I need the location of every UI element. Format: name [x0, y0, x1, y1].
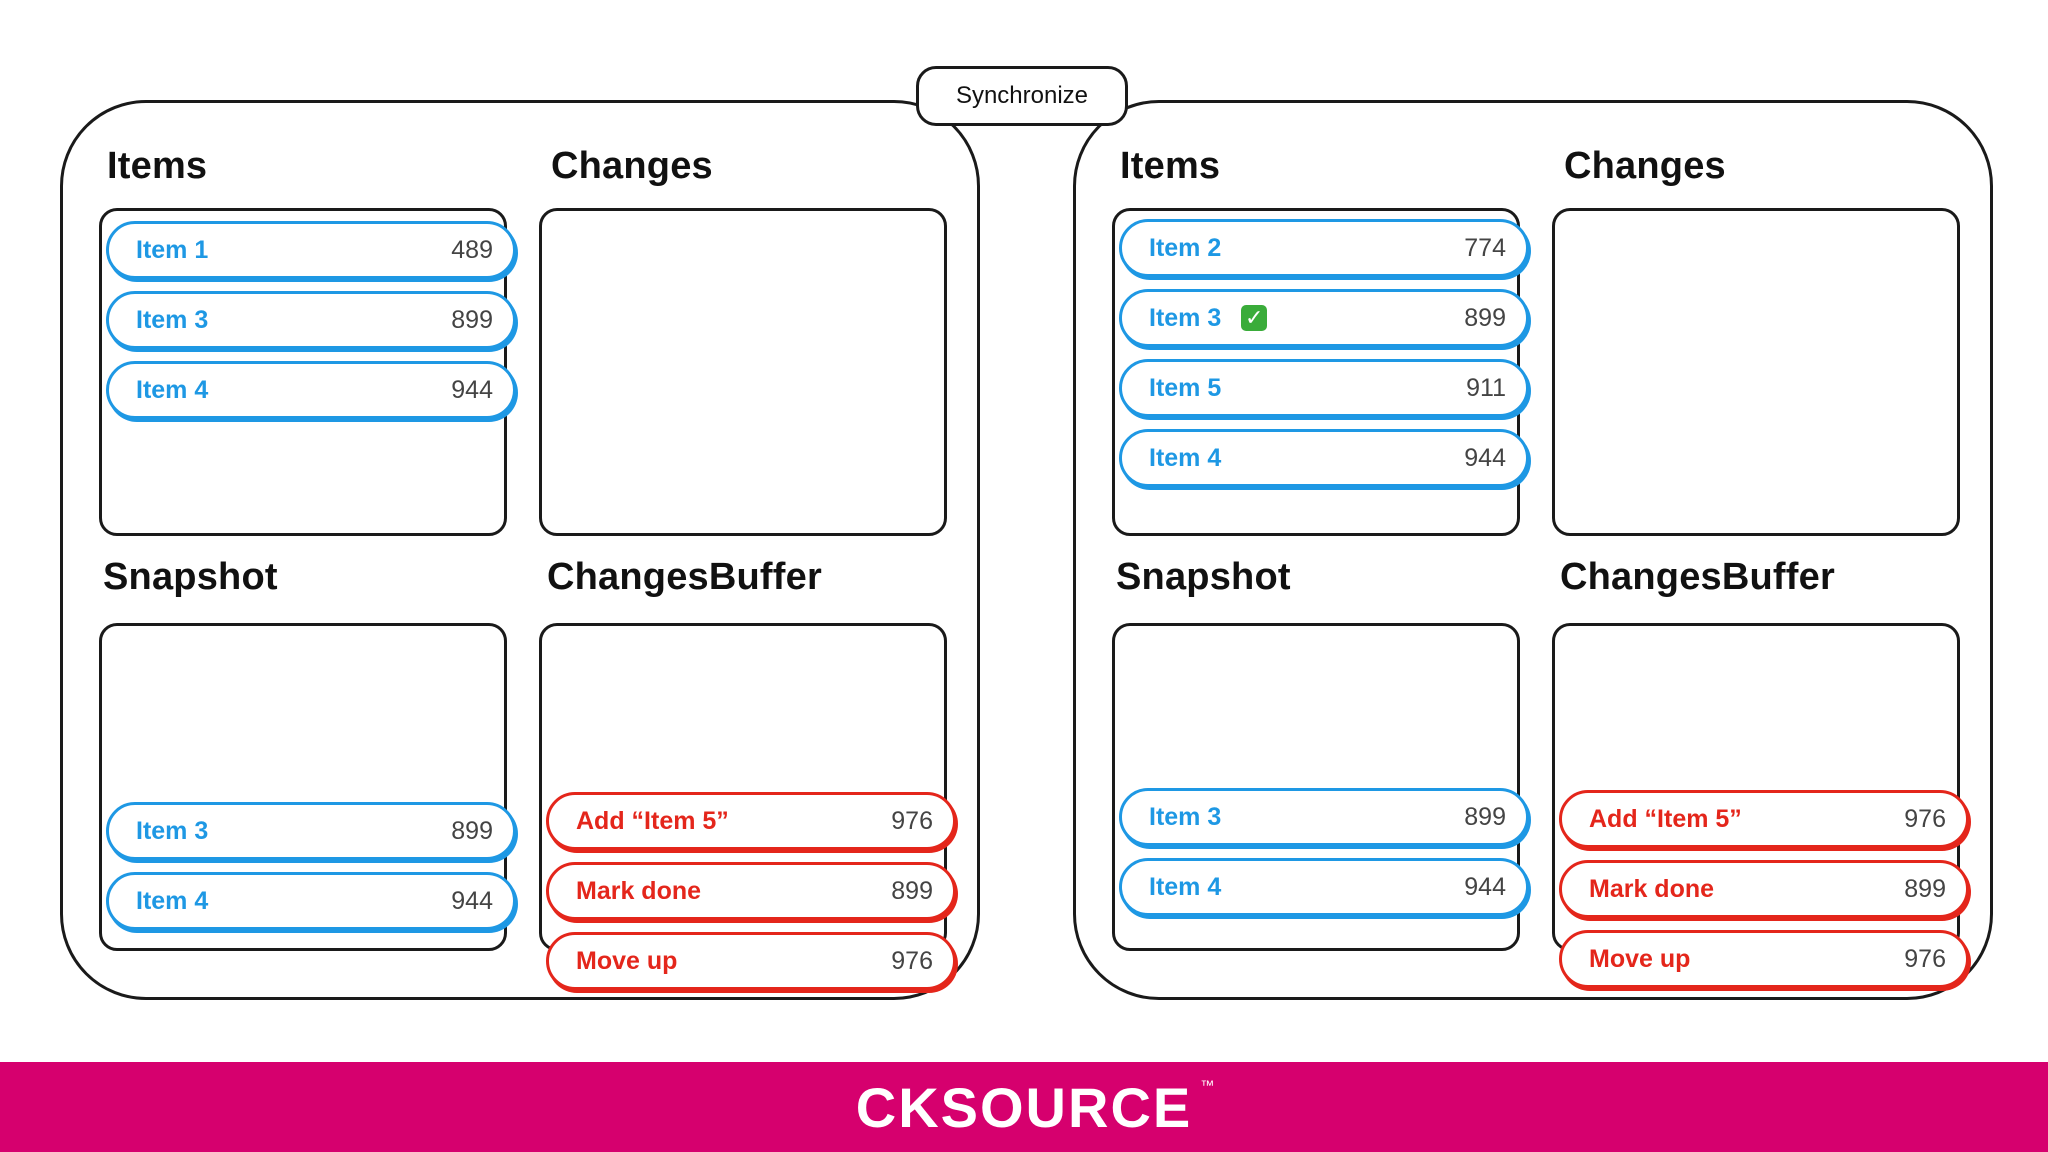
change-value: 899	[1904, 874, 1946, 903]
snapshot-item-pill[interactable]: Item 4 944	[1119, 858, 1529, 916]
change-label: Move up	[576, 946, 678, 975]
change-pill[interactable]: Mark done 899	[546, 862, 956, 920]
change-label: Move up	[1589, 944, 1691, 973]
item-value: 899	[451, 305, 493, 334]
changes-box	[1552, 208, 1960, 536]
change-value: 976	[891, 946, 933, 975]
snapshot-box: Item 3 899 Item 4 944	[1112, 623, 1529, 951]
change-pill[interactable]: Move up 976	[546, 932, 956, 990]
item-label: Item 5	[1149, 373, 1222, 402]
changes-buffer-title: ChangesBuffer	[547, 556, 822, 598]
item-value: 944	[1464, 443, 1506, 472]
items-title: Items	[1120, 145, 1221, 187]
brand-name: CKSOURCE	[855, 1075, 1193, 1139]
items-box: Item 2 774 Item 3 ✓ 899 Item 5 911 Item …	[1112, 208, 1529, 536]
change-pill[interactable]: Mark done 899	[1559, 860, 1969, 918]
item-label: Item 3	[1149, 303, 1222, 332]
snapshot-box: Item 3 899 Item 4 944	[99, 623, 516, 951]
item-value: 944	[451, 886, 493, 915]
trademark-mark: ™	[1200, 1076, 1217, 1093]
change-label: Add “Item 5”	[1589, 804, 1742, 833]
item-pill[interactable]: Item 3 899	[106, 291, 516, 349]
snapshot-title: Snapshot	[103, 556, 278, 598]
synchronize-label: Synchronize	[916, 66, 1128, 126]
item-value: 899	[451, 816, 493, 845]
items-box: Item 1 489 Item 3 899 Item 4 944	[99, 208, 516, 536]
change-value: 976	[1904, 944, 1946, 973]
item-value: 899	[1464, 802, 1506, 831]
changes-title: Changes	[1564, 145, 1726, 187]
item-pill[interactable]: Item 2 774	[1119, 219, 1529, 277]
item-label: Item 3	[1149, 802, 1222, 831]
change-label: Mark done	[1589, 874, 1715, 903]
cksource-logo: CKSOURCE ™	[855, 1075, 1214, 1140]
item-label: Item 4	[136, 375, 209, 404]
changes-title: Changes	[551, 145, 713, 187]
left-client-panel: Items Changes Snapshot ChangesBuffer Ite…	[60, 100, 980, 1000]
item-value: 899	[1464, 303, 1506, 332]
changes-buffer-title: ChangesBuffer	[1560, 556, 1835, 598]
item-label: Item 3	[136, 305, 209, 334]
checkmark-icon: ✓	[1241, 305, 1268, 331]
change-value: 976	[1904, 804, 1946, 833]
change-pill[interactable]: Move up 976	[1559, 930, 1969, 988]
item-pill[interactable]: Item 4 944	[106, 361, 516, 419]
item-value: 911	[1466, 373, 1506, 402]
item-pill[interactable]: Item 4 944	[1119, 429, 1529, 487]
item-label: Item 2	[1149, 233, 1222, 262]
item-label: Item 4	[1149, 443, 1222, 472]
items-title: Items	[107, 145, 208, 187]
item-pill[interactable]: Item 5 911	[1119, 359, 1529, 417]
item-pill[interactable]: Item 3 ✓ 899	[1119, 289, 1529, 347]
change-label: Add “Item 5”	[576, 806, 729, 835]
change-label: Mark done	[576, 876, 702, 905]
item-pill[interactable]: Item 1 489	[106, 221, 516, 279]
changes-buffer-box: Add “Item 5” 976 Mark done 899 Move up 9…	[539, 623, 956, 990]
change-pill[interactable]: Add “Item 5” 976	[1559, 790, 1969, 848]
snapshot-item-pill[interactable]: Item 4 944	[106, 872, 516, 930]
item-label: Item 3	[136, 816, 209, 845]
item-value: 489	[451, 235, 493, 264]
snapshot-item-pill[interactable]: Item 3 899	[106, 802, 516, 860]
snapshot-title: Snapshot	[1116, 556, 1291, 598]
snapshot-item-pill[interactable]: Item 3 899	[1119, 788, 1529, 846]
item-value: 774	[1464, 233, 1506, 262]
item-label: Item 1	[136, 235, 209, 264]
changes-buffer-box: Add “Item 5” 976 Mark done 899 Move up 9…	[1552, 623, 1969, 988]
item-value: 944	[451, 375, 493, 404]
changes-box	[539, 208, 947, 536]
change-value: 976	[891, 806, 933, 835]
item-label: Item 4	[1149, 872, 1222, 901]
item-value: 944	[1464, 872, 1506, 901]
item-label: Item 4	[136, 886, 209, 915]
change-value: 899	[891, 876, 933, 905]
brand-footer: CKSOURCE ™	[0, 1062, 2048, 1152]
right-client-panel: Items Changes Snapshot ChangesBuffer Ite…	[1073, 100, 1993, 1000]
change-pill[interactable]: Add “Item 5” 976	[546, 792, 956, 850]
